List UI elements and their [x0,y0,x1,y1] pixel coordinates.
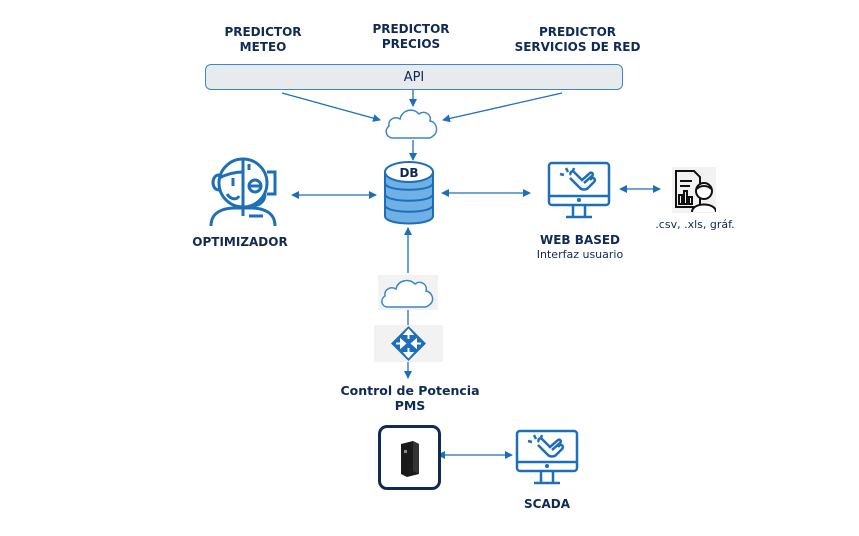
database-icon [384,161,434,225]
predictor-servicios-red-line1: PREDICTOR [538,25,617,39]
predictor-servicios-red: PREDICTOR SERVICIOS DE RED [505,25,650,55]
cabinet-frame [378,425,441,490]
api-label: API [403,69,425,85]
optimizer-robot-icon [209,157,277,227]
pms-label-line1: Control de Potencia [340,383,480,398]
web-based-title: WEB BASED [540,233,620,247]
scada-label: SCADA [524,497,570,511]
predictor-precios-line2: PRECIOS [381,37,441,51]
router-icon [391,326,426,361]
power-cabinet-icon [401,441,419,477]
web-monitor-touch-icon [547,161,611,219]
web-based-subtitle: Interfaz usuario [536,248,624,261]
cloud2-bg [378,275,438,310]
exports-label: .csv, .xls, gráf. [655,218,735,231]
report-user-icon [675,170,717,213]
pms-label-line2: PMS [394,398,426,413]
cloud-icon [381,279,434,308]
arrow-api-right-to-cloud [442,92,563,123]
pms-label: Control de Potencia PMS [335,383,485,413]
predictor-meteo-line1: PREDICTOR [224,25,302,39]
db-label: DB [399,166,419,180]
router-bg [374,325,443,362]
predictor-precios: PREDICTOR PRECIOS [351,22,471,52]
api-bar: API [205,64,623,90]
cloud-icon [385,109,438,139]
scada-monitor-touch-icon [515,429,579,485]
predictor-meteo: PREDICTOR METEO [203,25,323,55]
predictor-precios-line1: PREDICTOR [372,22,450,36]
predictor-servicios-red-line2: SERVICIOS DE RED [514,40,641,54]
arrow-api-left-to-cloud [281,92,381,122]
predictor-meteo-line2: METEO [239,40,287,54]
exports-icon-bg [672,167,717,213]
optimizer-label: OPTIMIZADOR [192,235,288,249]
